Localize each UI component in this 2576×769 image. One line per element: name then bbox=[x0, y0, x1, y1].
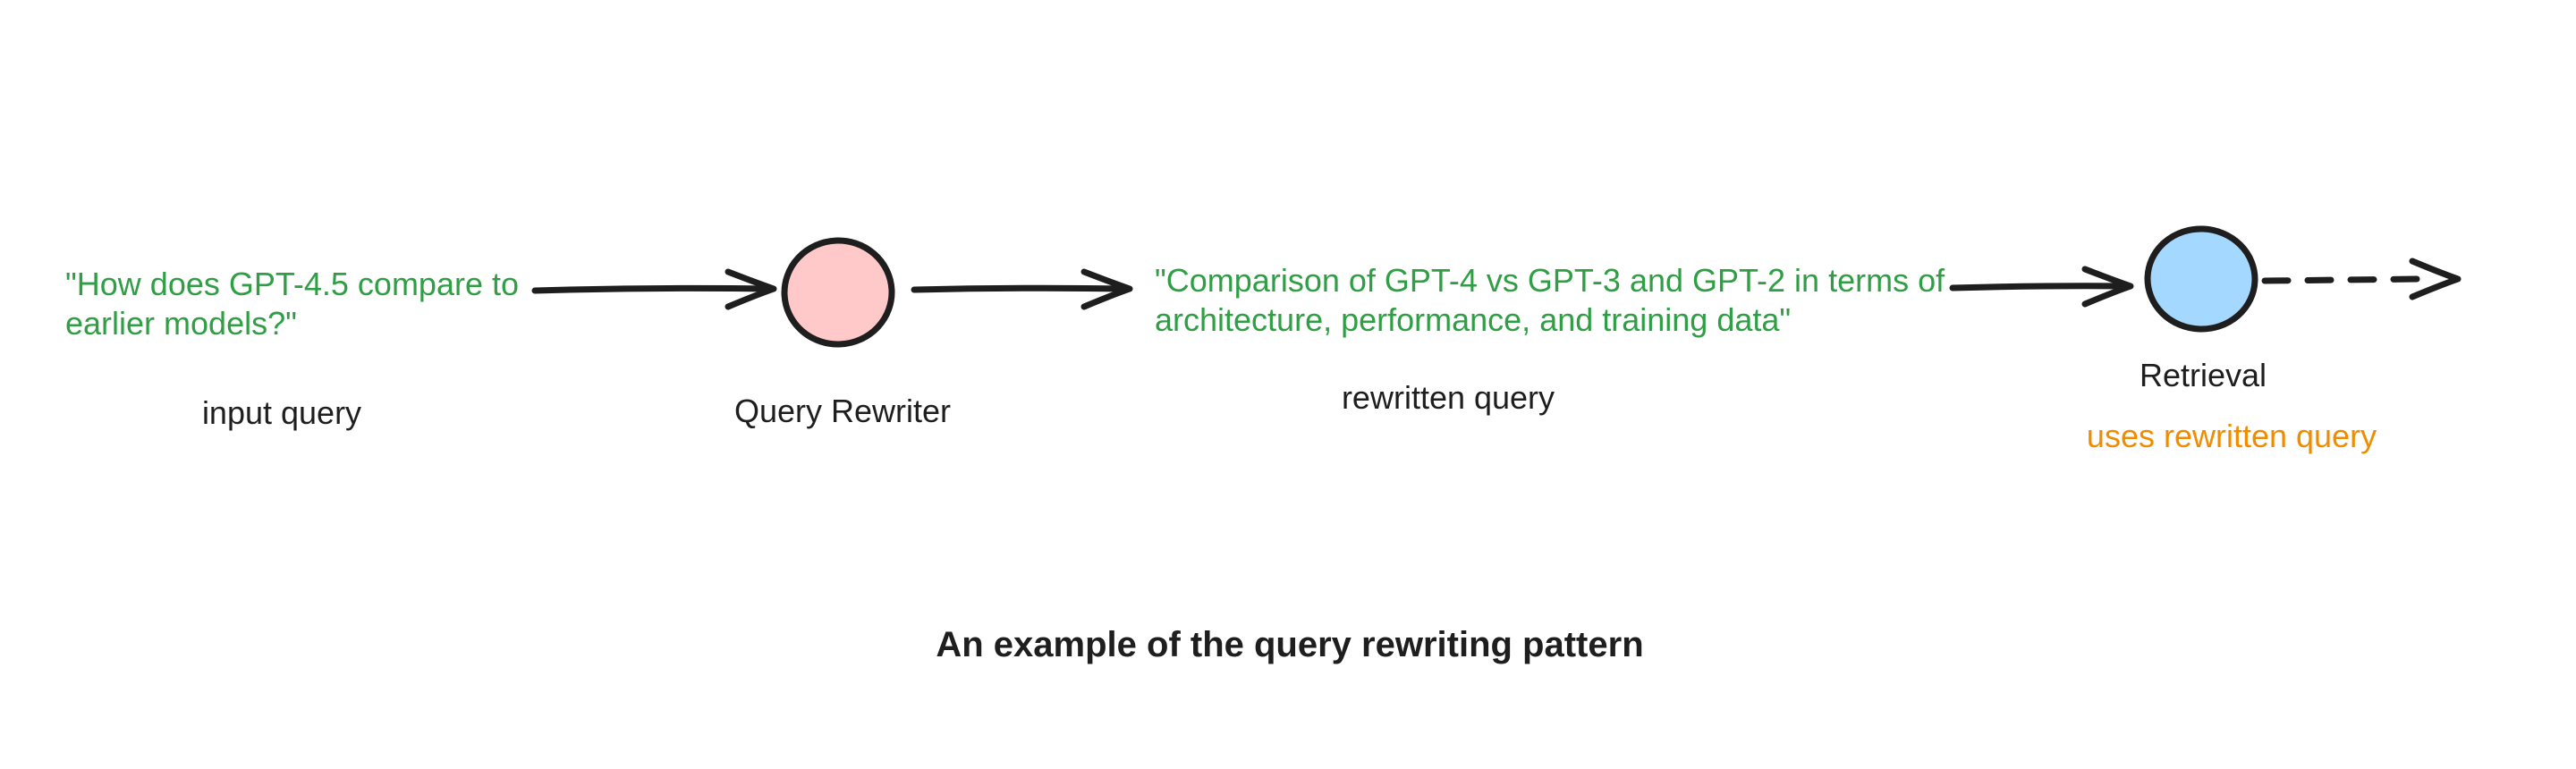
arrow-input-to-rewriter-shaft bbox=[531, 284, 775, 294]
query-rewriter-circle bbox=[781, 237, 895, 348]
query-rewriter-label: Query Rewriter bbox=[733, 393, 952, 429]
arrow-rewriter-to-rewritten-head bbox=[1080, 268, 1133, 310]
input-query-text: "How does GPT-4.5 compare to earlier mod… bbox=[65, 266, 520, 342]
retrieval-circle bbox=[2144, 225, 2258, 333]
rewritten-query-text: "Comparison of GPT-4 vs GPT-3 and GPT-2 … bbox=[1155, 262, 1945, 338]
arrow-input-to-rewriter-head bbox=[724, 268, 777, 310]
arrow-input-to-rewriter bbox=[531, 268, 777, 310]
arrow-rewritten-to-retrieval-head bbox=[2081, 266, 2134, 308]
diagram-caption: An example of the query rewriting patter… bbox=[936, 625, 1644, 664]
arrow-retrieval-output-shaft bbox=[2261, 275, 2424, 284]
retrieval-note: uses rewritten query bbox=[2086, 418, 2377, 454]
arrow-rewriter-to-rewritten-shaft bbox=[911, 284, 1131, 293]
arrow-retrieval-output-dashed bbox=[2261, 258, 2462, 300]
arrow-retrieval-output-head bbox=[2409, 258, 2462, 300]
arrow-rewriter-to-rewritten bbox=[911, 268, 1133, 310]
arrow-rewritten-to-retrieval bbox=[1949, 266, 2134, 308]
retrieval-label: Retrieval bbox=[2139, 357, 2267, 393]
arrow-rewritten-to-retrieval-shaft bbox=[1949, 283, 2132, 292]
rewritten-query-label: rewritten query bbox=[1341, 379, 1555, 416]
input-query-label: input query bbox=[201, 394, 362, 431]
